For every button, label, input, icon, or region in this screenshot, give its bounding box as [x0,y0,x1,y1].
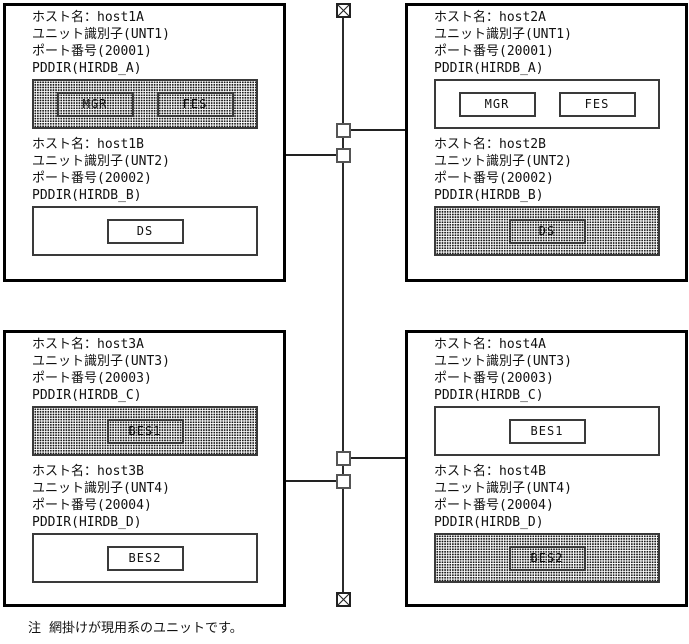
network-connector [336,451,351,466]
unit-section: ホスト名：host4B ユニット識別子(UNT4) ポート番号(20004) P… [434,463,660,583]
host-name: ホスト名：host3B [32,464,144,479]
unit-band: BES2 [32,533,258,583]
process-box-mgr: MGR [458,91,536,117]
host-name: ホスト名：host2A [434,10,546,25]
port-number: ポート番号(20003) [434,371,554,386]
pddir: PDDIR(HIRDB_B) [32,188,142,203]
process-box-fes: FES [156,91,234,117]
unit-identifier: ユニット識別子(UNT3) [32,354,170,369]
process-box-ds: DS [508,218,586,244]
port-number: ポート番号(20004) [32,498,152,513]
footnote: 注網掛けが現用系のユニットです。 [28,617,243,636]
pddir: PDDIR(HIRDB_D) [434,515,544,530]
process-box-bes2: BES2 [106,545,184,571]
unit-identifier: ユニット識別子(UNT1) [434,27,572,42]
port-number: ポート番号(20003) [32,371,152,386]
unit-band: BES1 [434,406,660,456]
process-box-bes2: BES2 [508,545,586,571]
host-name: ホスト名：host4B [434,464,546,479]
port-number: ポート番号(20002) [434,171,554,186]
process-box-bes1: BES1 [508,418,586,444]
unit-identifier: ユニット識別子(UNT4) [434,481,572,496]
footnote-text: 網掛けが現用系のユニットです。 [49,621,243,636]
network-terminator-icon [336,592,351,607]
unit-section: ホスト名：host1B ユニット識別子(UNT2) ポート番号(20002) P… [32,136,258,256]
host-name: ホスト名：host3A [32,337,144,352]
process-box-fes: FES [558,91,636,117]
network-trunk-line [342,16,344,594]
footnote-label: 注 [28,621,42,636]
unit-identifier: ユニット識別子(UNT4) [32,481,170,496]
pddir: PDDIR(HIRDB_B) [434,188,544,203]
server-box-host3: ホスト名：host3A ユニット識別子(UNT3) ポート番号(20003) P… [3,330,286,607]
unit-band: DS [434,206,660,256]
unit-band: BES1 [32,406,258,456]
network-connector [336,148,351,163]
network-connector [336,474,351,489]
server-box-host1: ホスト名：host1A ユニット識別子(UNT1) ポート番号(20001) P… [3,3,286,282]
process-box-bes1: BES1 [106,418,184,444]
port-number: ポート番号(20002) [32,171,152,186]
pddir: PDDIR(HIRDB_C) [434,388,544,403]
pddir: PDDIR(HIRDB_D) [32,515,142,530]
unit-section: ホスト名：host2A ユニット識別子(UNT1) ポート番号(20001) P… [434,9,660,129]
pddir: PDDIR(HIRDB_A) [32,61,142,76]
unit-section: ホスト名：host3A ユニット識別子(UNT3) ポート番号(20003) P… [32,336,258,456]
process-box-mgr: MGR [56,91,134,117]
network-terminator-icon [336,3,351,18]
unit-band: DS [32,206,258,256]
pddir: PDDIR(HIRDB_C) [32,388,142,403]
process-box-ds: DS [106,218,184,244]
connector-line [283,154,337,156]
connector-line [350,129,407,131]
pddir: PDDIR(HIRDB_A) [434,61,544,76]
host-name: ホスト名：host1A [32,10,144,25]
network-connector [336,123,351,138]
port-number: ポート番号(20001) [32,44,152,59]
unit-band: BES2 [434,533,660,583]
connector-line [283,480,337,482]
host-name: ホスト名：host1B [32,137,144,152]
unit-identifier: ユニット識別子(UNT2) [32,154,170,169]
host-name: ホスト名：host2B [434,137,546,152]
unit-identifier: ユニット識別子(UNT3) [434,354,572,369]
port-number: ポート番号(20001) [434,44,554,59]
connector-line [350,457,407,459]
unit-identifier: ユニット識別子(UNT2) [434,154,572,169]
host-name: ホスト名：host4A [434,337,546,352]
unit-section: ホスト名：host4A ユニット識別子(UNT3) ポート番号(20003) P… [434,336,660,456]
unit-section: ホスト名：host1A ユニット識別子(UNT1) ポート番号(20001) P… [32,9,258,129]
port-number: ポート番号(20004) [434,498,554,513]
unit-band: MGR FES [32,79,258,129]
unit-band: MGR FES [434,79,660,129]
server-box-host4: ホスト名：host4A ユニット識別子(UNT3) ポート番号(20003) P… [405,330,688,607]
unit-section: ホスト名：host2B ユニット識別子(UNT2) ポート番号(20002) P… [434,136,660,256]
unit-section: ホスト名：host3B ユニット識別子(UNT4) ポート番号(20004) P… [32,463,258,583]
unit-identifier: ユニット識別子(UNT1) [32,27,170,42]
server-box-host2: ホスト名：host2A ユニット識別子(UNT1) ポート番号(20001) P… [405,3,688,282]
